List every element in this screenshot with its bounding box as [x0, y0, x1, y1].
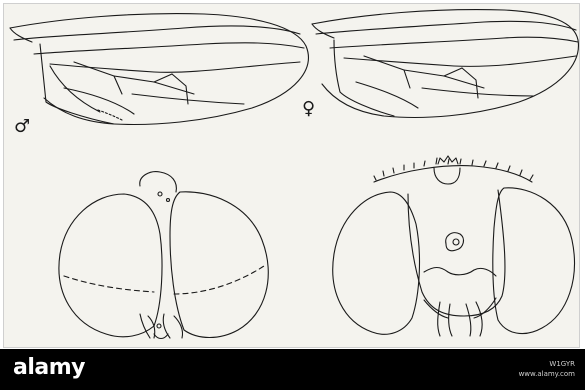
brand-logo: alamy	[13, 355, 85, 380]
male-symbol: ♂	[14, 116, 30, 137]
female-wing	[312, 10, 578, 118]
illustration-plate: ♂ ♀	[3, 3, 580, 348]
stock-info: W1GYR www.alamy.com	[465, 359, 575, 379]
male-wing	[10, 14, 308, 125]
watermark-bar: alamy W1GYR www.alamy.com	[0, 349, 585, 390]
illustration-svg: ♂ ♀	[4, 4, 581, 349]
stock-site: www.alamy.com	[465, 369, 575, 379]
stock-id: W1GYR	[465, 359, 575, 369]
female-symbol: ♀	[302, 98, 315, 119]
male-head	[59, 172, 268, 339]
female-head	[333, 156, 575, 336]
